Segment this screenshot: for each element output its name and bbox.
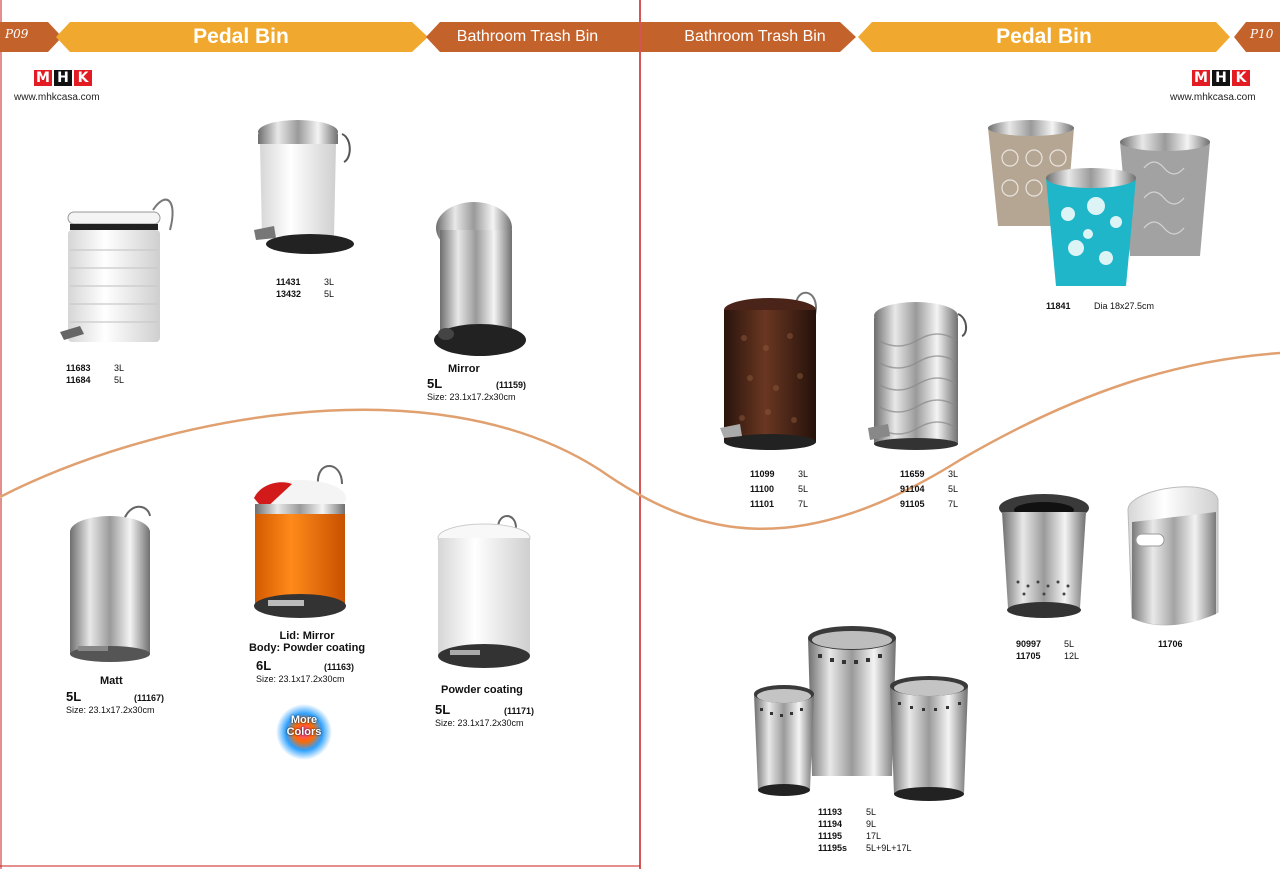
mirror-code: (11159): [496, 380, 527, 390]
powder-coating-bin-image: [437, 515, 531, 668]
copper-embossed-bin-image: [720, 291, 818, 450]
right-page-number: P10: [1250, 27, 1274, 41]
right-website: www.mhkcasa.com: [1170, 92, 1256, 103]
orange-title-line2: Body: Powder coating: [248, 642, 366, 654]
mirror-title: Mirror: [448, 363, 480, 375]
perforated-bin-set-image: [754, 626, 968, 801]
right-banner-subtitle: Bathroom Trash Bin: [684, 28, 826, 45]
left-side-banner: [426, 22, 640, 52]
left-banner-subtitle: Bathroom Trash Bin: [456, 28, 599, 45]
right-page-number-tab: [1234, 22, 1280, 52]
mirror-bin-image: [434, 202, 526, 356]
white-ribbed-bin-image: [60, 198, 174, 342]
left-banner-title: Pedal Bin: [193, 25, 289, 48]
right-banner-title: Pedal Bin: [996, 25, 1092, 48]
matt-size: Size: 23.1x17.2x30cm: [66, 705, 155, 715]
orange-title-line1: Lid: Mirror: [279, 630, 335, 642]
orange-bin-image: [254, 465, 346, 618]
white-oval-bin-image: [1127, 486, 1219, 626]
right-side-banner: [641, 22, 856, 52]
more-colors-label: More Colors: [286, 714, 322, 738]
powder-title: Powder coating: [441, 684, 523, 696]
mirror-size: Size: 23.1x17.2x30cm: [427, 392, 516, 402]
right-main-banner: [858, 22, 1230, 52]
mirror-volume: 5L: [427, 376, 443, 391]
powder-size: Size: 23.1x17.2x30cm: [435, 718, 524, 728]
wave-steel-bin-image: [868, 302, 968, 450]
orange-code: (11163): [324, 662, 355, 672]
decorative-curve: [0, 351, 1280, 531]
right-logo: M H K: [1192, 70, 1250, 86]
matt-code: (11167): [134, 693, 165, 703]
orange-volume: 6L: [256, 658, 272, 673]
matt-bin-image: [70, 505, 151, 662]
powder-volume: 5L: [435, 702, 451, 717]
left-page-number: P09: [5, 27, 29, 41]
left-website: www.mhkcasa.com: [14, 92, 100, 103]
printed-buckets-image: [988, 120, 1210, 286]
matt-title: Matt: [100, 675, 123, 687]
orange-size: Size: 23.1x17.2x30cm: [256, 674, 345, 684]
white-oval-bin-caption: 11706: [1158, 639, 1183, 649]
left-logo: M H K: [34, 70, 92, 86]
more-colors-badge: [276, 704, 332, 760]
left-page-number-tab: [0, 22, 62, 52]
white-steel-lid-bin-image: [254, 120, 354, 254]
left-main-banner: [56, 22, 428, 52]
open-black-rim-bin-image: [999, 494, 1089, 618]
powder-code: (11171): [504, 706, 535, 716]
matt-volume: 5L: [66, 689, 82, 704]
